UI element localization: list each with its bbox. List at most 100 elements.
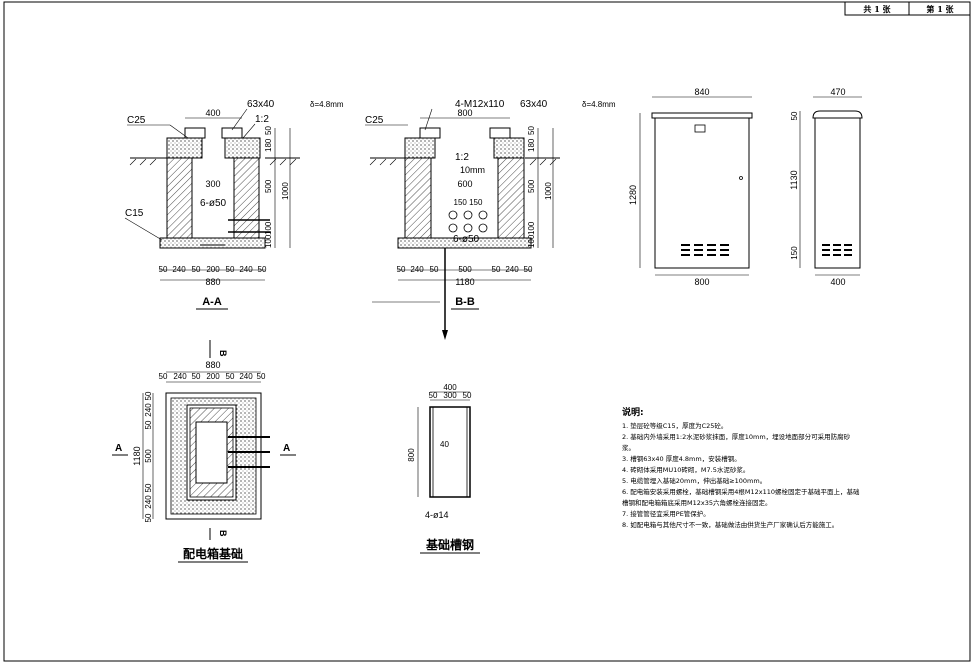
note-item-1: 1. 垫层砼等级C15，厚度为C25砼。 [622,422,728,430]
aa-label-channel: 63x40 [247,99,275,110]
svg-text:180: 180 [527,138,536,152]
cabinet-side-elevation: 470 50 1130 150 400 [789,87,863,287]
svg-text:50: 50 [463,391,472,400]
section-b-b: 800 600 150 150 1180 50 240 50 500 50 24… [365,99,616,340]
note-item-5: 5. 电缆管埋入基础20mm，伸出基础≥100mm。 [622,477,767,485]
svg-text:50: 50 [524,265,533,274]
side-height-3: 150 [790,246,799,260]
note-item-2: 2. 基础内外墙采用1:2水泥砂浆抹面，厚度10mm，埋设地面部分可采用防腐砂浆… [622,433,851,452]
svg-text:100: 100 [527,221,536,235]
svg-text:50: 50 [192,372,201,381]
bb-label-thickness: δ=4.8mm [582,100,616,109]
svg-text:50: 50 [527,126,536,135]
svg-text:50: 50 [257,372,266,381]
side-top-dim: 470 [830,87,845,97]
svg-text:200: 200 [206,265,220,274]
sheets-total: 共 1 张 [863,4,891,14]
aa-label-mortar: 1:2 [255,114,269,125]
svg-text:50: 50 [144,513,153,522]
svg-text:200: 200 [206,372,220,381]
bb-label-mortar-thk: 10mm [460,165,485,175]
svg-text:500: 500 [458,265,472,274]
svg-text:50: 50 [144,391,153,400]
sheet-border [3,1,971,662]
svg-text:1000: 1000 [544,182,553,200]
side-bottom-dim: 400 [830,277,845,287]
plan-pipes [228,436,270,468]
plan-left-segments: 50 240 50 500 50 240 50 [144,391,153,522]
svg-text:50: 50 [144,483,153,492]
side-height-2: 1130 [789,170,799,189]
svg-text:240: 240 [410,265,424,274]
svg-text:180: 180 [264,138,273,152]
svg-text:100: 100 [264,234,273,248]
plan-b-top: B [218,350,228,357]
aa-label-pipes: 6-ø50 [200,198,227,209]
plan-title: 配电箱基础 [183,546,243,561]
bb-pipe-holes [448,210,488,233]
plan-top-total: 880 [205,360,220,370]
note-item-3: 3. 槽钢63x40 厚度4.8mm，安装槽钢。 [622,455,741,463]
bb-bottom-total: 1180 [455,277,474,287]
aa-label-c15: C15 [125,208,144,219]
note-item-4: 4. 砖砌体采用MU10砖砌，M7.5水泥砂浆。 [622,466,750,474]
bb-label-c25: C25 [365,115,384,126]
aa-inner-dim: 300 [205,179,220,189]
svg-text:50: 50 [429,391,438,400]
bb-label-channel: 63x40 [520,99,548,110]
title-block: 共 1 张 第 1 张 [844,1,971,16]
svg-text:50: 50 [159,372,168,381]
svg-text:500: 500 [144,449,153,463]
foundation-plan: 880 50 240 50 200 50 240 50 1180 50 240 … [112,340,296,563]
aa-label-c25: C25 [127,115,146,126]
svg-text:300: 300 [443,391,457,400]
aa-title: A-A [202,296,222,308]
bb-label-pipes: 6-ø50 [453,234,480,245]
bb-title: B-B [455,296,475,308]
section-a-a: 400 300 880 50 240 50 200 50 240 50 50 1… [124,99,344,310]
note-item-7: 7. 接管管径宜采用PE管保护。 [622,510,710,518]
note-item-8: 8. 如配电箱与其他尺寸不一致，基础做法由供货生产厂家确认后方能施工。 [622,521,839,529]
sheet-number: 第 1 张 [926,4,954,14]
notes-block: 说明: 1. 垫层砼等级C15，厚度为C25砼。 2. 基础内外墙采用1:2水泥… [622,408,862,531]
front-vent-slots [681,244,729,256]
bb-top-dim: 800 [457,108,472,118]
channel-left-dim: 800 [407,448,416,462]
svg-text:50: 50 [144,420,153,429]
cabinet-front-elevation: 840 1280 800 [628,87,753,287]
svg-text:100: 100 [527,234,536,248]
svg-text:50: 50 [492,265,501,274]
bb-holes-dim: 150 150 [454,198,483,207]
svg-text:50: 50 [258,265,267,274]
svg-text:50: 50 [226,265,235,274]
side-vent-slots [822,244,852,256]
side-height-1: 50 [790,111,799,120]
front-bottom-dim: 800 [694,277,709,287]
bb-right-dims: 50 180 500 1000 100 100 [527,126,553,248]
svg-text:240: 240 [505,265,519,274]
plan-left-total: 1180 [132,446,142,465]
svg-text:1000: 1000 [281,182,290,200]
svg-text:500: 500 [527,179,536,193]
svg-text:50: 50 [226,372,235,381]
bb-bottom-segments: 50 240 50 500 50 240 50 [397,265,533,274]
aa-top-dim: 400 [205,108,220,118]
aa-bottom-total: 880 [205,277,220,287]
svg-text:50: 50 [397,265,406,274]
channel-top-segments: 50 300 50 [429,391,472,400]
bb-inner-dim: 600 [457,179,472,189]
channel-inner-dim: 40 [440,440,449,449]
svg-text:500: 500 [264,179,273,193]
svg-text:240: 240 [144,495,153,509]
plan-a-left: A [115,443,122,454]
svg-text:100: 100 [264,221,273,235]
plan-a-right: A [283,443,290,454]
note-item-6b: 槽钢和配电箱箱底采用M12x35六角螺栓连接固定。 [622,499,772,507]
svg-text:240: 240 [172,265,186,274]
channel-top-total: 400 [443,383,457,392]
bb-label-bolts: 4-M12x110 [455,99,505,110]
base-channel: 400 50 300 50 800 40 4-ø14 基础槽钢 [407,383,480,554]
note-item-6: 6. 配电箱安装采用螺栓，基础槽钢采用4根M12x110螺栓固定于基础平面上，基… [622,488,860,496]
